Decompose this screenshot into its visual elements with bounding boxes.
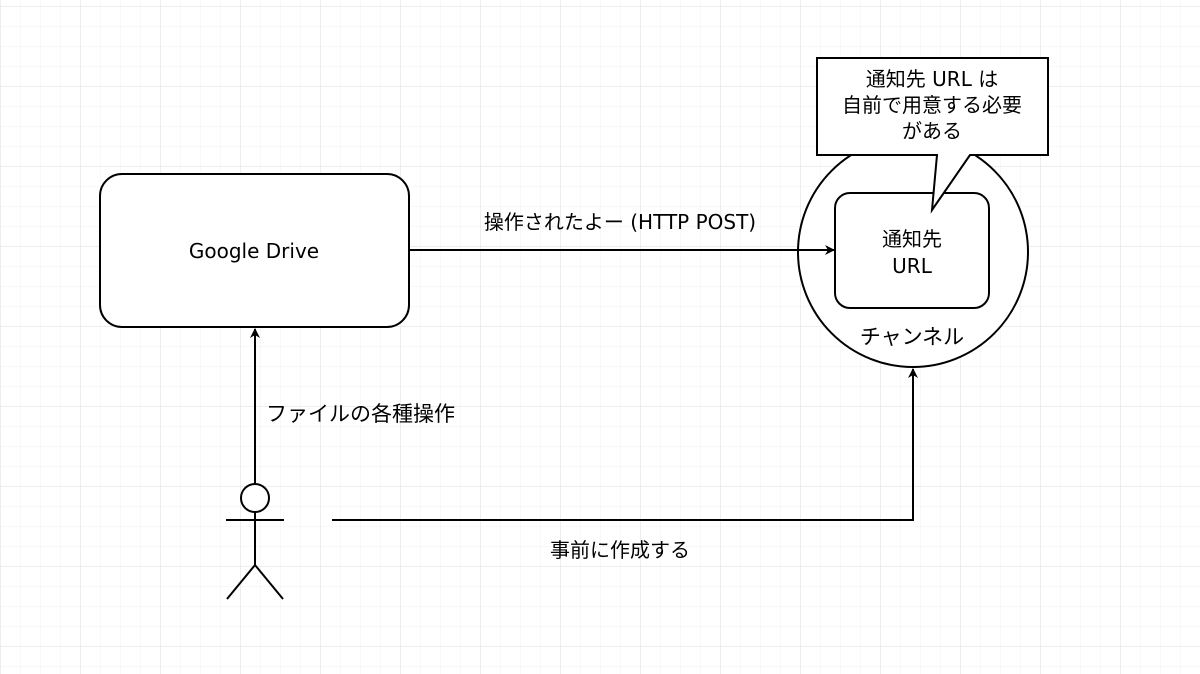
edge-actor-to-drive-label: ファイルの各種操作 [266, 402, 455, 426]
callout-text-line1: 通知先 URL は [866, 67, 998, 91]
edge-drive-to-endpoint[interactable]: 操作されたよー (HTTP POST) [409, 210, 835, 255]
actor-head [240, 483, 270, 513]
endpoint-label-line2: URL [892, 254, 933, 278]
endpoint-label-line1: 通知先 [882, 227, 942, 251]
google-drive-node[interactable]: Google Drive [99, 173, 410, 328]
edge-actor-to-channel[interactable]: 事前に作成する [332, 368, 918, 562]
endpoint-box [834, 192, 990, 309]
edge-actor-to-channel-line [332, 368, 918, 521]
edge-drive-to-endpoint-label: 操作されたよー (HTTP POST) [484, 210, 756, 234]
google-drive-label: Google Drive [189, 239, 319, 263]
callout-text-line3: がある [902, 119, 962, 143]
callout-note[interactable]: 通知先 URL は 自前で用意する必要 がある [816, 57, 1049, 214]
edge-actor-to-drive[interactable]: ファイルの各種操作 [250, 328, 455, 484]
channel-label: チャンネル [860, 325, 964, 349]
callout-bubble [816, 57, 1049, 214]
callout-text-line2: 自前で用意する必要 [842, 93, 1022, 117]
actor-left-leg [226, 564, 256, 600]
actor-stick-figure[interactable] [226, 483, 284, 600]
edge-actor-to-channel-label: 事前に作成する [550, 538, 690, 562]
actor-right-leg [254, 564, 284, 600]
endpoint-node[interactable]: 通知先 URL [834, 192, 990, 309]
